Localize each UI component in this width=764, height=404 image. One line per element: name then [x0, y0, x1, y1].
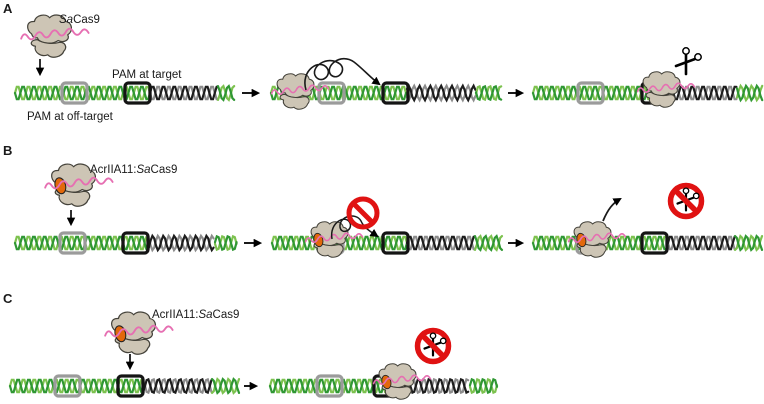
dna-strand [474, 84, 503, 102]
panel-a-letter: A [3, 1, 13, 16]
dna-strand [531, 85, 670, 101]
sacas9-label: SaCas9 [59, 14, 100, 26]
pam-boxes-layer [53, 81, 669, 398]
dna-strand [474, 84, 503, 102]
dna-strand [735, 83, 764, 103]
pam-at-target-label: PAM at target [112, 69, 182, 81]
pam-offtarget-box [317, 81, 346, 105]
dna-strand [405, 235, 475, 251]
pam-offtarget-box [53, 374, 82, 398]
pam-offtarget-box [60, 81, 89, 105]
pam-target-box [381, 231, 410, 255]
panel-c-letter: C [3, 291, 13, 306]
dna-strand [268, 378, 399, 394]
pam-target-box [116, 374, 145, 398]
pam-target-box [640, 231, 669, 255]
dna-strand [666, 85, 738, 101]
pam-target-box [121, 231, 150, 255]
dna-strand [531, 85, 670, 101]
pam-offtarget-box [315, 374, 344, 398]
panel-b-letter: B [3, 143, 12, 158]
dna-strand [145, 233, 215, 253]
dna-strand [213, 234, 238, 252]
dna-strand [13, 85, 152, 101]
dna-strand [210, 377, 241, 395]
no-cut-icon-c [414, 327, 452, 365]
acriia11-sacas9-label-c: AcrIIA11:SaCas9 [152, 309, 239, 321]
pam-offtarget-box [576, 81, 605, 105]
dna-strand [405, 83, 477, 103]
dna-strand [145, 233, 215, 253]
dna-strand [666, 85, 738, 101]
scissors-icon [674, 46, 703, 76]
release-arrow-icon [602, 197, 622, 222]
dna-strand [13, 85, 152, 101]
no-scanning-icon [346, 196, 380, 230]
dna-strand [405, 83, 477, 103]
dna-strand [141, 377, 213, 395]
scanning-loops-icon [304, 57, 381, 91]
dna-strand [735, 83, 764, 103]
dna-strand [216, 84, 236, 102]
pam-target-box [381, 81, 410, 105]
dna-strand [148, 85, 218, 101]
dna-strand [468, 377, 499, 395]
no-cut-icon-b [667, 182, 705, 220]
dna-strand [733, 234, 764, 252]
pam-offtarget-box [58, 231, 87, 255]
pam-target-box [123, 81, 152, 105]
dna-strand [666, 235, 736, 251]
pam-at-offtarget-label: PAM at off-target [27, 111, 114, 123]
acriia11-sacas9-label-b: AcrIIA11:SaCas9 [90, 164, 177, 176]
dna-strand [468, 377, 499, 395]
dna-strand [473, 234, 504, 252]
